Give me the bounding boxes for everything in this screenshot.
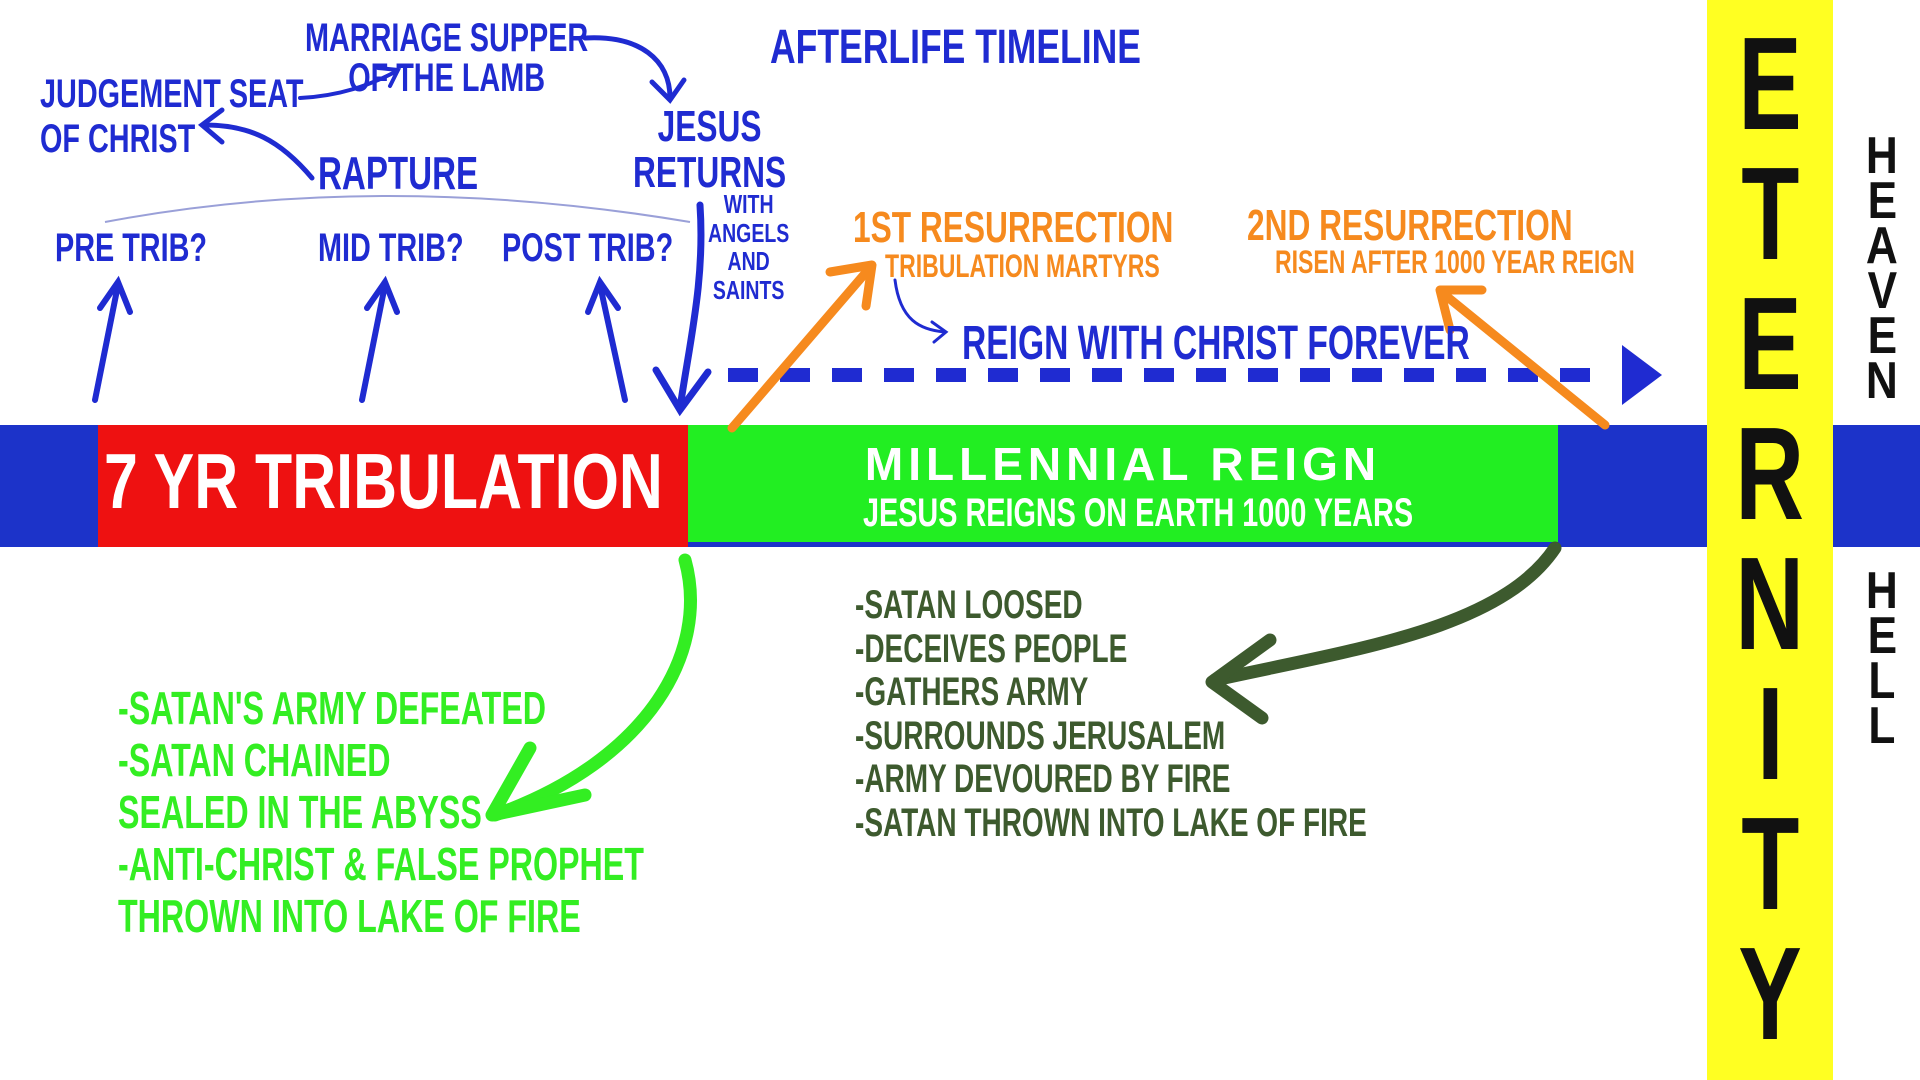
first-resurrection-title: 1ST RESURRECTION (853, 203, 1174, 252)
first-resurrection-subtitle: TRIBULATION MARTYRS (885, 248, 1160, 284)
second-resurrection-arrow (1435, 285, 1610, 430)
event-item: -DECEIVES PEOPLE (855, 626, 1128, 671)
tribulation-end-arrow (485, 553, 697, 822)
letter: E (1867, 607, 1897, 665)
letter: L (1868, 652, 1896, 710)
pre-trib-option: PRE TRIB? (55, 226, 208, 270)
rapture-bracket (104, 195, 691, 223)
letter: N (1866, 352, 1898, 410)
letter: E (1738, 10, 1802, 157)
after-millennium-events: -SATAN LOOSED -DECEIVES PEOPLE -GATHERS … (855, 585, 1586, 846)
mid-trib-option: MID TRIB? (318, 226, 464, 270)
second-resurrection-subtitle: RISEN AFTER 1000 YEAR REIGN (1275, 244, 1635, 280)
judgement-to-supper-arrow (298, 66, 402, 100)
letter: A (1866, 217, 1898, 275)
event-item: -SURROUNDS JERUSALEM (855, 713, 1226, 758)
first-resurrection-arrow (727, 260, 877, 433)
millennium-end-arrow (1205, 541, 1562, 725)
millennial-reign-block: MILLENNIAL REIGN JESUS REIGNS ON EARTH 1… (688, 425, 1558, 542)
rapture-to-judgement-arrow (197, 107, 315, 181)
jesus-returns-down-arrow (652, 201, 712, 417)
event-item: -SATAN'S ARMY DEFEATED (118, 682, 547, 734)
event-item: -SATAN CHAINED (118, 734, 391, 786)
letter: V (1867, 262, 1897, 320)
page-title: AFTERLIFE TIMELINE (770, 21, 1141, 74)
letter: E (1738, 270, 1802, 417)
resurrection-to-reign-arrow (893, 278, 949, 344)
millennial-title: MILLENNIAL REIGN (864, 438, 1382, 490)
judgement-seat-label: JUDGEMENT SEAT OF CHRIST (40, 72, 304, 161)
after-tribulation-events: -SATAN'S ARMY DEFEATED -SATAN CHAINED SE… (118, 685, 869, 945)
tribulation-block: 7 YR TRIBULATION (98, 425, 688, 547)
jesus-returns-label: JESUS RETURNS (633, 102, 787, 198)
letter: T (1740, 140, 1800, 287)
event-item: SEALED IN THE ABYSS (118, 786, 482, 838)
letter: L (1868, 697, 1896, 755)
event-item: -ARMY DEVOURED BY FIRE (855, 757, 1231, 801)
letter: R (1735, 400, 1805, 547)
letter: Y (1738, 920, 1802, 1067)
event-item: -SATAN THROWN INTO LAKE OF FIRE (855, 800, 1367, 845)
event-item: -ANTI-CHRIST & FALSE PROPHET (118, 838, 644, 890)
tribulation-label: 7 YR TRIBULATION (104, 437, 663, 525)
second-resurrection-title: 2ND RESURRECTION (1247, 201, 1573, 250)
reign-forever-arrowhead (1622, 345, 1662, 405)
letter: E (1867, 172, 1897, 230)
letter: I (1756, 660, 1784, 807)
reign-forever-label: REIGN WITH CHRIST FOREVER (962, 317, 1470, 370)
event-item: -SATAN LOOSED (855, 583, 1083, 627)
pre-trib-arrow (92, 275, 133, 403)
letter: T (1740, 790, 1800, 937)
millennial-subtitle: JESUS REIGNS ON EARTH 1000 YEARS (863, 491, 1414, 535)
with-angels-saints-label: WITH ANGELS AND SAINTS (708, 189, 790, 305)
event-item: THROWN INTO LAKE OF FIRE (118, 890, 581, 942)
letter: H (1866, 127, 1898, 185)
mid-trib-arrow (359, 275, 400, 403)
post-trib-option: POST TRIB? (502, 226, 674, 270)
marriage-supper-label: MARRIAGE SUPPER OF THE LAMB (305, 16, 589, 100)
letter: N (1735, 530, 1805, 677)
letter: E (1867, 307, 1897, 365)
post-trib-arrow (585, 275, 628, 403)
event-item: -GATHERS ARMY (855, 670, 1089, 714)
rapture-label: RAPTURE (318, 147, 479, 199)
letter: H (1866, 562, 1898, 620)
supper-to-jesus-returns-arrow (582, 35, 687, 104)
